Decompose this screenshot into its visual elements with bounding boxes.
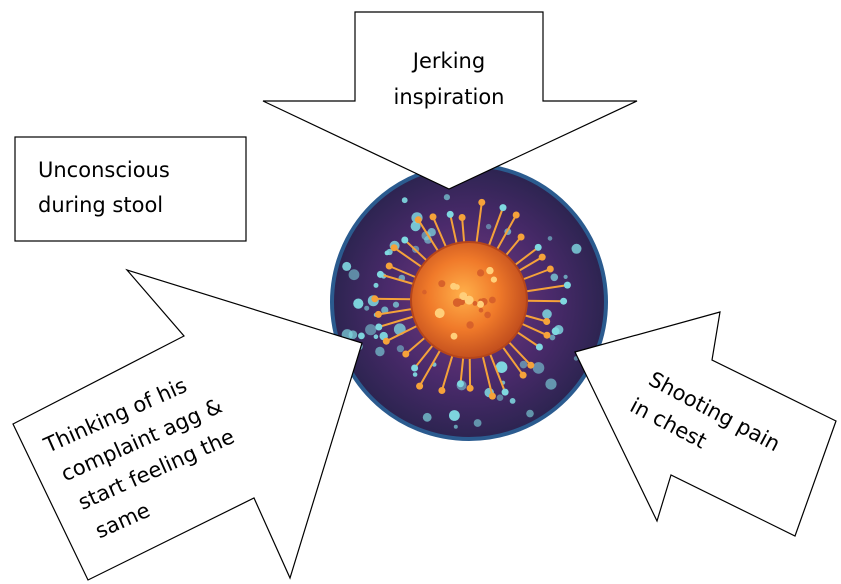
virus-particle xyxy=(526,410,534,418)
virus-surface-dot xyxy=(438,280,445,287)
virus-particle xyxy=(564,275,568,279)
virus-spike-tip xyxy=(527,362,534,369)
box-line-2: during stool xyxy=(38,193,163,217)
virus-spike-tip xyxy=(564,282,571,289)
virus-spike-tip xyxy=(539,254,546,261)
virus-surface-dot xyxy=(489,297,496,304)
virus-spike-tip xyxy=(411,365,418,372)
virus-spike-tip xyxy=(438,387,445,394)
virus-particle xyxy=(449,410,460,421)
virus-spike-tip xyxy=(518,234,525,241)
virus-surface-dot xyxy=(473,301,478,306)
virus-spike-tip xyxy=(520,372,527,379)
virus-particle xyxy=(497,394,504,401)
virus-spike-tip xyxy=(536,344,543,351)
virus-particle xyxy=(374,334,379,339)
virus-surface-dot xyxy=(486,267,493,274)
virus-spike-tip xyxy=(478,199,485,206)
virus-surface-dot xyxy=(451,333,458,340)
box-line-1: Unconscious xyxy=(38,158,170,182)
virus-particle xyxy=(502,363,507,368)
virus-surface-dot xyxy=(466,321,473,328)
arrow-shooting-pain-in-chest: Shooting pain in chest xyxy=(575,312,836,536)
virus-spike-tip xyxy=(401,237,408,244)
virus-particle xyxy=(533,362,545,374)
virus-particle xyxy=(542,309,552,319)
virus-spike-tip xyxy=(402,351,409,358)
virus-particle xyxy=(402,197,408,203)
virus-spike-tip xyxy=(513,212,520,219)
virus-spike-tip xyxy=(391,244,398,251)
virus-particle xyxy=(364,306,369,311)
virus-spike-tip xyxy=(457,380,464,387)
virus-spike-tip xyxy=(459,214,466,221)
virus-surface-dot xyxy=(479,308,484,313)
virus-spike-tip xyxy=(547,266,554,273)
arrow-jerking-inspiration: Jerking inspiration xyxy=(263,12,637,189)
virus-particle xyxy=(520,361,528,369)
virus-surface-dot xyxy=(453,298,462,307)
virus-particle xyxy=(510,398,516,404)
virus-spike-tip xyxy=(560,298,567,305)
virus-surface-dot xyxy=(477,269,484,276)
virus-particle xyxy=(474,419,482,427)
virus-spike-tip xyxy=(415,216,422,223)
virus-spike-tip xyxy=(489,393,496,400)
virus-spike-tip xyxy=(430,213,437,220)
virus-spike-tip xyxy=(371,295,378,302)
virus-spike-tip xyxy=(416,383,423,390)
virus-spike-tip xyxy=(375,311,382,318)
virus-particle xyxy=(551,274,559,282)
virus-particle xyxy=(486,224,491,229)
virus-spike xyxy=(375,299,413,300)
virus-surface-dot xyxy=(435,308,445,318)
virus-spike-tip xyxy=(447,211,454,218)
coronavirus-icon xyxy=(332,165,606,439)
arrow-top-line-1: Jerking xyxy=(411,49,485,73)
virus-particle xyxy=(375,347,384,356)
virus-spike-tip xyxy=(543,318,550,325)
virus-particle xyxy=(545,379,556,390)
virus-particle xyxy=(342,262,351,271)
virus-spike-tip xyxy=(544,332,551,339)
virus-particle xyxy=(454,425,458,429)
box-unconscious-during-stool: Unconscious during stool xyxy=(15,137,246,241)
virus-particle xyxy=(393,302,399,308)
virus-surface-dot xyxy=(477,301,484,308)
virus-spike-tip xyxy=(502,389,509,396)
arrow-top-line-2: inspiration xyxy=(394,85,505,109)
virus-particle xyxy=(572,244,582,254)
virus-particle xyxy=(365,324,376,335)
virus-spike-tip xyxy=(500,204,507,211)
virus-surface-dot xyxy=(484,312,491,319)
virus-spike-tip xyxy=(377,271,384,278)
virus-particle xyxy=(413,372,418,377)
virus-surface-dot xyxy=(491,277,497,283)
virus-particle xyxy=(349,269,360,280)
virus-spike-tip xyxy=(386,263,393,270)
virus-particle xyxy=(385,251,390,256)
virus-particle xyxy=(397,345,404,352)
virus-surface-dot xyxy=(450,283,457,290)
virus-particle xyxy=(444,194,450,200)
virus-particle xyxy=(552,327,560,335)
virus-particle xyxy=(423,413,432,422)
virus-surface-dot xyxy=(422,290,427,295)
virus-particle xyxy=(374,283,379,288)
virus-spike-tip xyxy=(467,385,474,392)
virus-particle xyxy=(353,299,363,309)
virus-spike-tip xyxy=(383,338,390,345)
virus-spike-tip xyxy=(375,324,382,331)
virus-spike-tip xyxy=(535,244,542,251)
arrow-thinking-of-complaint: Thinking of his complaint agg & start fe… xyxy=(13,270,362,580)
virus-particle xyxy=(548,236,553,241)
virus-particle xyxy=(358,333,365,340)
virus-surface-dot xyxy=(459,292,467,300)
virus-spike xyxy=(525,301,564,302)
